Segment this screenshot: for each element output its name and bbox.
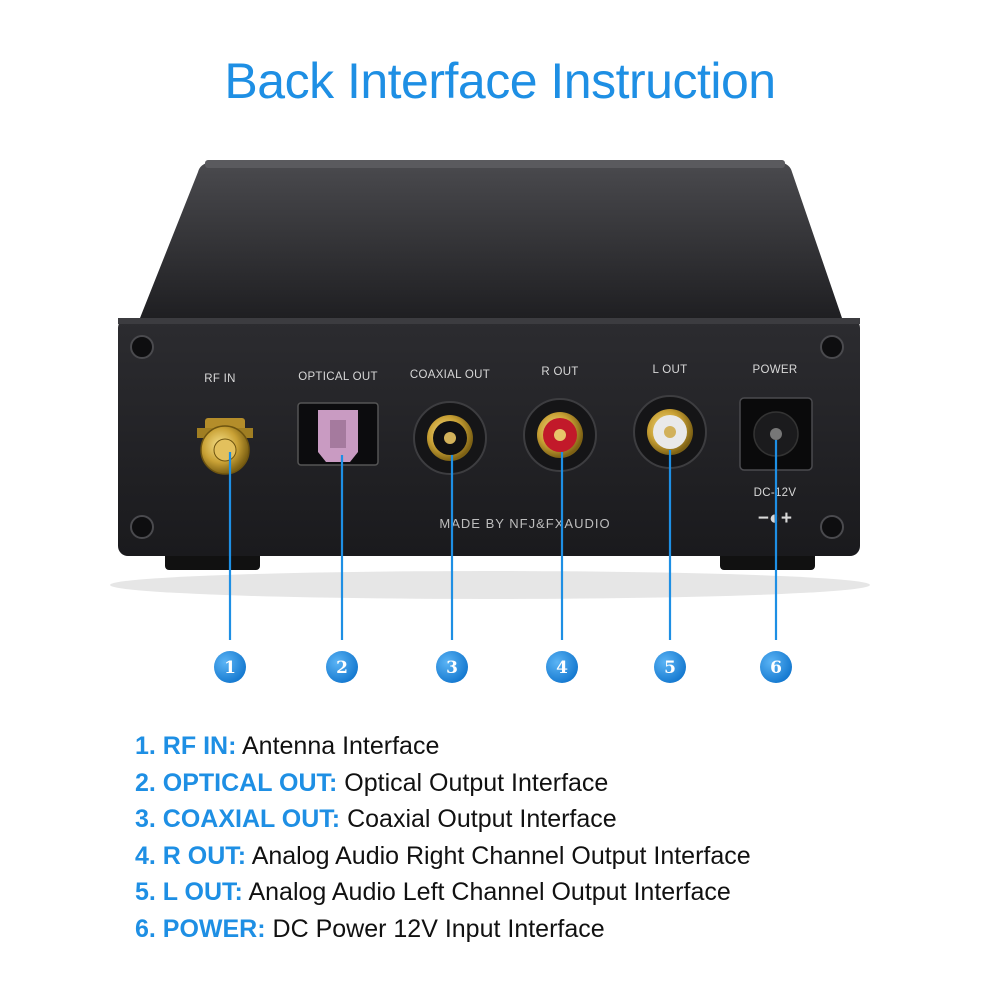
- callout-badge-5: 5: [654, 651, 686, 683]
- list-item-desc: Coaxial Output Interface: [347, 805, 617, 833]
- screw-top-right: [820, 335, 844, 359]
- callout-number-3: 3: [446, 658, 458, 678]
- list-item: 6. POWER: DC Power 12V Input Interface: [135, 911, 985, 948]
- label-optical-out: OPTICAL OUT: [298, 371, 378, 383]
- coaxial-out-connector: [413, 401, 487, 475]
- list-item-desc: DC Power 12V Input Interface: [272, 914, 605, 943]
- callout-badge-2: 2: [326, 651, 358, 683]
- list-item-key: 5. L OUT:: [135, 878, 243, 906]
- list-item-key: 6. POWER:: [135, 914, 266, 943]
- polarity-symbol: −◐+: [758, 508, 793, 529]
- callout-number-5: 5: [664, 658, 676, 678]
- optical-out-connector: [297, 402, 379, 466]
- list-item-desc: Optical Output Interface: [344, 768, 609, 797]
- maker-label: MADE BY NFJ&FXAUDIO: [439, 516, 610, 531]
- callout-badge-3: 3: [436, 651, 468, 683]
- l-out-connector: [633, 395, 707, 469]
- list-item: 1. RF IN: Antenna Interface: [135, 728, 985, 765]
- list-item: 3. COAXIAL OUT: Coaxial Output Interface: [135, 801, 985, 838]
- label-l-out: L OUT: [653, 364, 688, 376]
- label-dc-12v: DC-12V: [754, 487, 797, 499]
- device-shadow: [110, 571, 870, 599]
- list-item-desc: Analog Audio Right Channel Output Interf…: [251, 841, 751, 870]
- label-power: POWER: [753, 364, 798, 376]
- list-item-desc: Analog Audio Left Channel Output Interfa…: [248, 878, 731, 906]
- callout-lines: [228, 440, 778, 640]
- list-item: 4. R OUT: Analog Audio Right Channel Out…: [135, 838, 985, 875]
- list-item-desc: Antenna Interface: [241, 732, 440, 760]
- page-title: Back Interface Instruction: [224, 53, 776, 109]
- list-item-key: 1. RF IN:: [135, 732, 237, 760]
- callout-number-1: 1: [224, 658, 236, 678]
- callout-number-2: 2: [336, 658, 348, 678]
- label-r-out: R OUT: [541, 366, 578, 378]
- callout-badge-4: 4: [546, 651, 578, 683]
- label-coaxial-out: COAXIAL OUT: [410, 369, 490, 381]
- chassis-face-edge: [118, 318, 860, 324]
- list-item: 2. OPTICAL OUT: Optical Output Interface: [135, 765, 985, 802]
- screws: [130, 335, 844, 539]
- label-rf-in: RF IN: [204, 373, 236, 385]
- callout-number-4: 4: [556, 658, 568, 678]
- r-out-connector: [523, 398, 597, 472]
- list-item-key: 4. R OUT:: [135, 841, 247, 870]
- power-dc-jack: [739, 397, 813, 471]
- interface-list: 1. RF IN: Antenna Interface 2. OPTICAL O…: [135, 728, 985, 947]
- callout-badge-6: 6: [760, 651, 792, 683]
- screw-top-left: [130, 335, 154, 359]
- screw-bottom-left: [130, 515, 154, 539]
- chassis-top: [140, 162, 842, 318]
- callout-number-6: 6: [770, 658, 782, 678]
- rf-in-connector: [197, 418, 253, 475]
- screw-bottom-right: [820, 515, 844, 539]
- chassis-face: [118, 318, 860, 556]
- callout-badge-1: 1: [214, 651, 246, 683]
- list-item-key: 2. OPTICAL OUT:: [135, 768, 338, 797]
- list-item: 5. L OUT: Analog Audio Left Channel Outp…: [135, 874, 985, 911]
- chassis-top-lip: [205, 160, 785, 168]
- list-item-key: 3. COAXIAL OUT:: [135, 805, 341, 833]
